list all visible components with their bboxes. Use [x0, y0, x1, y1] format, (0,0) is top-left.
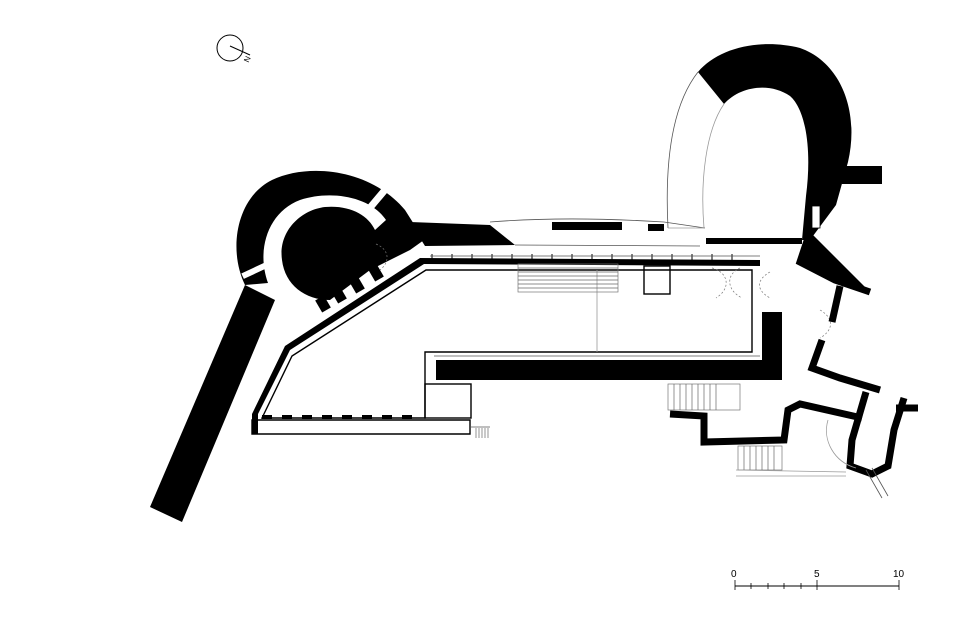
door-swing-3 — [759, 271, 771, 299]
courtyard-outline — [251, 254, 760, 435]
west-tower-opening-2 — [363, 187, 388, 216]
scale-tick-label-10: 10 — [893, 569, 905, 580]
door-swings — [375, 243, 831, 339]
east-tower-inner-ghost — [702, 103, 725, 229]
buttress-3 — [349, 276, 365, 294]
east-stair — [667, 383, 741, 411]
door-swing-5 — [375, 243, 388, 271]
scale-bar-ticks — [734, 580, 900, 590]
central-long-wall — [436, 360, 782, 380]
north-wall-outline — [489, 218, 706, 229]
buttress-1 — [315, 295, 331, 313]
buttress-2 — [331, 286, 347, 304]
interior-partitions — [424, 265, 782, 419]
east-tower-wall — [698, 44, 852, 240]
south-annex — [424, 383, 472, 419]
south-stair — [737, 445, 783, 471]
east-tower — [666, 44, 882, 240]
southeast-ramp-line-2 — [871, 467, 889, 497]
southeast-ramp-line — [865, 469, 883, 499]
east-tower-outer-ghost — [666, 71, 699, 229]
south-wall-marks — [262, 415, 412, 419]
tower-buttresses — [315, 264, 384, 313]
east-wing-spur — [828, 285, 844, 323]
north-wall-east-slab — [706, 238, 802, 244]
south-stair-edge — [735, 469, 847, 473]
north-arrow-circle — [216, 34, 244, 62]
north-arrow-letter: N — [242, 55, 253, 64]
courtyard-south-west-corner — [252, 414, 258, 434]
west-tower — [236, 170, 424, 300]
southwest-stair-ticks — [475, 428, 489, 438]
southwest-wall — [150, 285, 275, 522]
east-tower-spur — [842, 166, 882, 184]
small-room — [643, 265, 671, 295]
scale-tick-label-0: 0 — [731, 569, 737, 580]
buttress-4 — [368, 264, 384, 282]
scale-bar: 0 5 10 — [731, 569, 905, 590]
east-wing-wall-3 — [846, 391, 908, 478]
north-inner-ticks — [431, 254, 733, 260]
scale-tick-label-5: 5 — [814, 569, 820, 580]
courtyard-south-wall — [251, 419, 471, 435]
north-wall-inner-line — [514, 244, 701, 247]
north-arrow-needle — [229, 45, 251, 56]
west-tower-opening-1 — [241, 259, 275, 279]
door-swing-4 — [819, 309, 831, 339]
door-swing-2 — [729, 267, 743, 299]
east-wing — [669, 230, 918, 499]
north-wall-block — [410, 222, 515, 246]
north-wall-slab-2 — [648, 224, 664, 231]
southeast-wall — [669, 400, 863, 446]
southeast-curve — [826, 419, 857, 469]
east-tower-window — [811, 205, 821, 229]
north-stair — [517, 263, 619, 293]
north-wall — [410, 218, 802, 247]
north-wall-slab-1 — [552, 222, 622, 230]
north-arrow: N — [216, 34, 253, 64]
door-swing-1 — [711, 267, 727, 299]
east-wing-wall-2 — [807, 338, 882, 394]
central-wall-return — [762, 312, 782, 380]
east-wing-wall-1 — [795, 230, 872, 296]
